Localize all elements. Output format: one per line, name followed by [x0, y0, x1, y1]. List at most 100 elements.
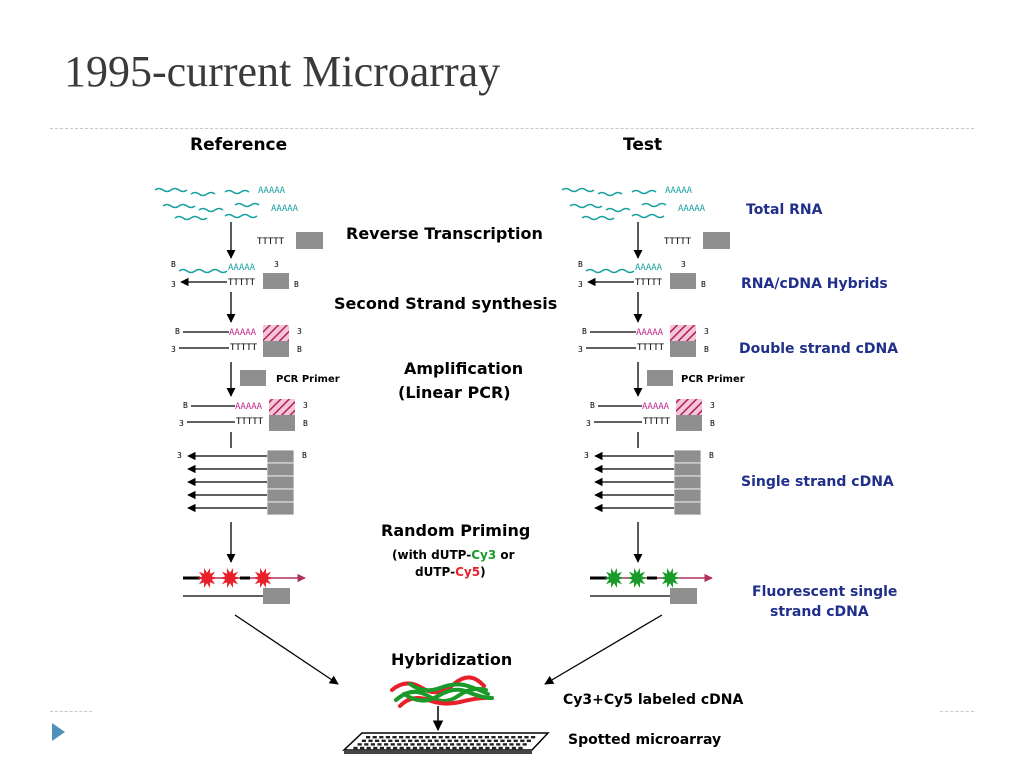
array-spot: [384, 743, 389, 746]
array-spot: [393, 746, 398, 750]
array-spot: [399, 746, 404, 750]
hatched-primer: [670, 325, 696, 341]
array-spot: [432, 736, 437, 739]
array-spot: [526, 739, 531, 742]
rna-strand: [597, 191, 623, 197]
array-spot: [516, 743, 521, 746]
array-spot: [493, 739, 498, 742]
primer-box: [263, 588, 290, 604]
array-spot: [370, 743, 375, 746]
array-spot: [463, 743, 468, 746]
three-label: 3: [578, 280, 583, 289]
array-spot: [478, 736, 483, 739]
array-spot: [531, 736, 536, 739]
rna-strand: [631, 189, 657, 195]
array-spot: [458, 736, 463, 739]
array-spot: [372, 736, 377, 739]
array-spot: [366, 746, 371, 750]
array-spot: [517, 736, 522, 739]
array-spot: [489, 743, 494, 746]
array-spot: [507, 739, 512, 742]
pcr-primer-label-test: PCR Primer: [681, 374, 745, 385]
array-spot: [502, 743, 507, 746]
primer-box: [269, 415, 295, 431]
array-spot: [522, 743, 527, 746]
hatched-primer: [269, 399, 295, 415]
hybrid-strand: [402, 687, 494, 703]
array-spot: [419, 746, 424, 750]
rna-strand: [178, 268, 228, 274]
three-label: 3: [274, 260, 279, 269]
or-text: or: [496, 548, 515, 562]
array-spot: [434, 739, 439, 742]
hatched-primer: [676, 399, 702, 415]
array-spot: [478, 746, 483, 750]
ss-primer-box: [673, 501, 702, 516]
array-spot: [454, 739, 459, 742]
three-label: 3: [171, 280, 176, 289]
stage-single-strand: Single strand cDNA: [741, 474, 894, 490]
three-label: 3: [584, 451, 589, 460]
array-spot: [456, 743, 461, 746]
array-spot: [423, 743, 428, 746]
array-spot: [417, 743, 422, 746]
slide-title: 1995-current Microarray: [64, 47, 501, 96]
array-spot: [491, 736, 496, 739]
array-spot: [357, 743, 362, 746]
next-slide-icon[interactable]: [52, 723, 65, 741]
rna-strand: [561, 187, 595, 193]
array-spot: [379, 736, 384, 739]
array-spot: [511, 746, 516, 750]
converge-arrow: [234, 614, 339, 685]
array-spot: [471, 736, 476, 739]
slide-edge: [344, 750, 532, 754]
polyt-text: TTTTT: [635, 278, 663, 288]
array-spot: [414, 739, 419, 742]
array-spot: [450, 743, 455, 746]
footer-divider-left: [50, 711, 92, 712]
hybrid-strand: [398, 696, 488, 708]
three-label: 3: [578, 345, 583, 354]
array-spot: [445, 736, 450, 739]
stage-total-rna: Total RNA: [746, 202, 823, 218]
rna-strand: [224, 189, 250, 195]
three-label: 3: [171, 345, 176, 354]
array-spot: [520, 739, 525, 742]
array-spot: [421, 739, 426, 742]
primer-box: [676, 415, 702, 431]
array-spot: [394, 739, 399, 742]
three-label: 3: [586, 419, 591, 428]
hybrid-strand: [394, 686, 488, 703]
array-spot: [388, 739, 393, 742]
polya-text: AAAAA: [678, 204, 706, 214]
array-spot: [465, 746, 470, 750]
array-spot: [436, 743, 441, 746]
polya-text: AAAAA: [271, 204, 299, 214]
converge-arrow: [544, 614, 663, 685]
array-spot: [469, 743, 474, 746]
array-spot: [511, 736, 516, 739]
rna-strand: [641, 202, 667, 208]
polya-text: AAAAA: [642, 402, 670, 412]
ss-primer-box: [266, 475, 295, 490]
array-spot: [373, 746, 378, 750]
dye-star: [627, 568, 647, 588]
array-spot: [403, 743, 408, 746]
array-spot: [452, 746, 457, 750]
b-label: B: [704, 345, 709, 354]
array-spot: [390, 743, 395, 746]
array-spot: [467, 739, 472, 742]
step-hybridization: Hybridization: [391, 650, 513, 669]
array-spot: [465, 736, 470, 739]
step-amplification: Amplification: [404, 359, 524, 378]
dye-star: [660, 568, 680, 588]
b-label: B: [175, 327, 180, 336]
cy-labeled-cdna-label: Cy3+Cy5 labeled cDNA: [563, 692, 744, 708]
polya-text: AAAAA: [235, 402, 263, 412]
close-paren: ): [480, 565, 486, 579]
pcr-primer-box: [240, 370, 266, 386]
array-spot: [451, 736, 456, 739]
primer-box: [703, 232, 730, 249]
